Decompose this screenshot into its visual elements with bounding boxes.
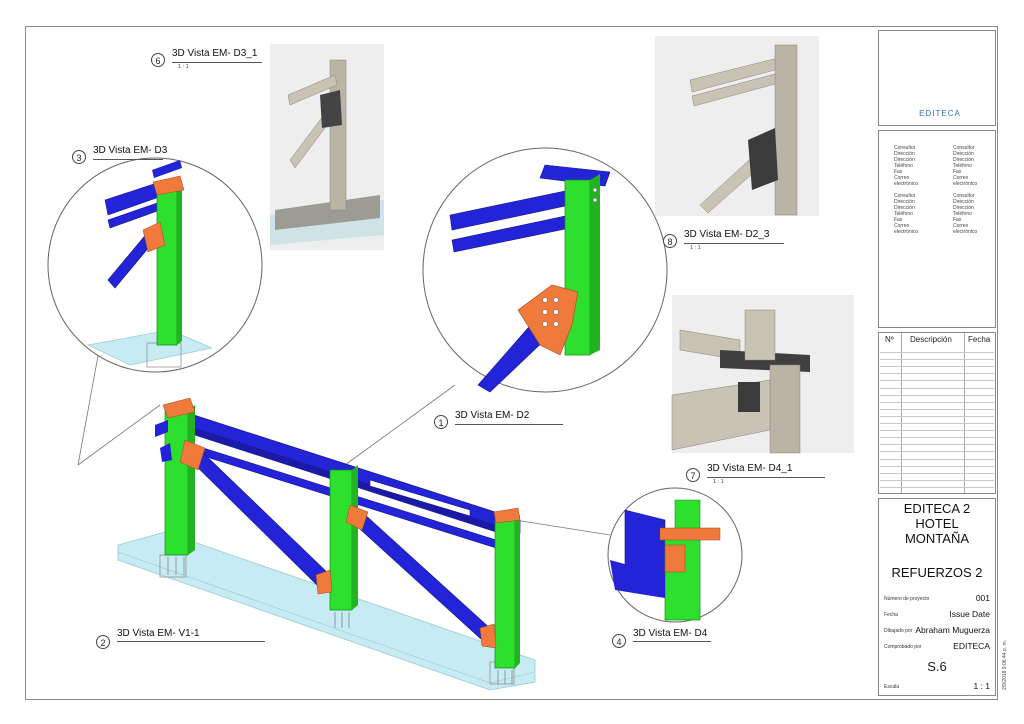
plot-timestamp: 2/9/2018 9:06:44 p. m.: [1002, 639, 1008, 690]
view-title-underline: [684, 243, 784, 244]
logo-panel: [878, 30, 996, 126]
scale-value: 1 : 1: [973, 681, 990, 691]
detail-circle-d4: [607, 487, 743, 623]
drawn-by: Abraham Muguerza: [915, 625, 990, 635]
view-scale-d2-3: 1 : 1: [690, 245, 701, 251]
company-name: EDITECA: [919, 109, 961, 118]
view-title-underline: [707, 477, 825, 478]
detail-circle-d2: [422, 147, 668, 393]
revision-rows: [880, 346, 994, 488]
view-title-d3-1: 3D Vista EM- D3_1: [172, 48, 258, 59]
date-value: Issue Date: [949, 609, 990, 619]
view-number-6: 6: [151, 53, 165, 67]
view-title-underline: [172, 62, 262, 63]
render-photo-d2-3: [655, 36, 819, 216]
detail-circle-d3: [47, 157, 263, 373]
leader-lines: [77, 344, 611, 536]
view-number-2: 2: [96, 635, 110, 649]
revision-header-date: Fecha: [968, 335, 991, 344]
project-name-line-2: HOTEL: [915, 516, 959, 531]
render-photo-d4-1: [671, 295, 854, 454]
view-number-8: 8: [663, 234, 677, 248]
checked-by: EDITECA: [953, 641, 990, 651]
drawn-by-label: Dibujado por: [884, 628, 913, 634]
checked-by-label: Comprobado por: [884, 644, 922, 650]
view-number-3: 3: [72, 150, 86, 164]
contacts-column-2: Consultor Dirección Dirección Teléfono F…: [953, 145, 978, 235]
project-name-line-1: EDITECA 2: [903, 501, 971, 516]
view-scale-d3-1: 1 : 1: [178, 64, 189, 70]
view-number-1: 1: [434, 415, 448, 429]
view-title-underline: [455, 424, 563, 425]
view-title-underline: [93, 159, 163, 160]
contacts-panel: [878, 130, 996, 328]
sheet-number: S.6: [927, 659, 947, 674]
view-title-d4: 3D Vista EM- D4: [633, 628, 708, 639]
view-title-d2-3: 3D Vista EM- D2_3: [684, 229, 770, 240]
view-scale-d4-1: 1 : 1: [713, 479, 724, 485]
view-title-d3: 3D Vista EM- D3: [93, 145, 168, 156]
scale-label: Escala: [884, 684, 900, 690]
view-title-d2: 3D Vista EM- D2: [455, 410, 530, 421]
project-number: 001: [975, 593, 990, 603]
revision-header-num: Nº: [885, 335, 894, 344]
contacts-column-1: Consultor Dirección Dirección Teléfono F…: [894, 145, 919, 235]
date-label: Fecha: [884, 612, 898, 618]
revision-col-divider: [901, 333, 902, 493]
view-number-7: 7: [686, 468, 700, 482]
revision-header-description: Descripción: [910, 335, 952, 344]
frame-3d-view: [117, 397, 536, 691]
drawing-sheet-border: [25, 26, 998, 700]
revision-table: [878, 332, 996, 494]
view-title-v1-1: 3D Vista EM- V1-1: [117, 628, 200, 639]
view-title-d4-1: 3D Vista EM- D4_1: [707, 463, 793, 474]
view-title-underline: [117, 641, 265, 642]
render-photo-d3-1: [270, 44, 384, 250]
project-panel: [878, 498, 996, 696]
project-name-line-3: MONTAÑA: [904, 531, 970, 546]
view-title-underline: [633, 641, 711, 642]
project-number-label: Número de proyecto: [884, 596, 930, 602]
revision-col-divider: [964, 333, 965, 493]
sheet-title: REFUERZOS 2: [891, 565, 983, 580]
view-number-4: 4: [612, 634, 626, 648]
